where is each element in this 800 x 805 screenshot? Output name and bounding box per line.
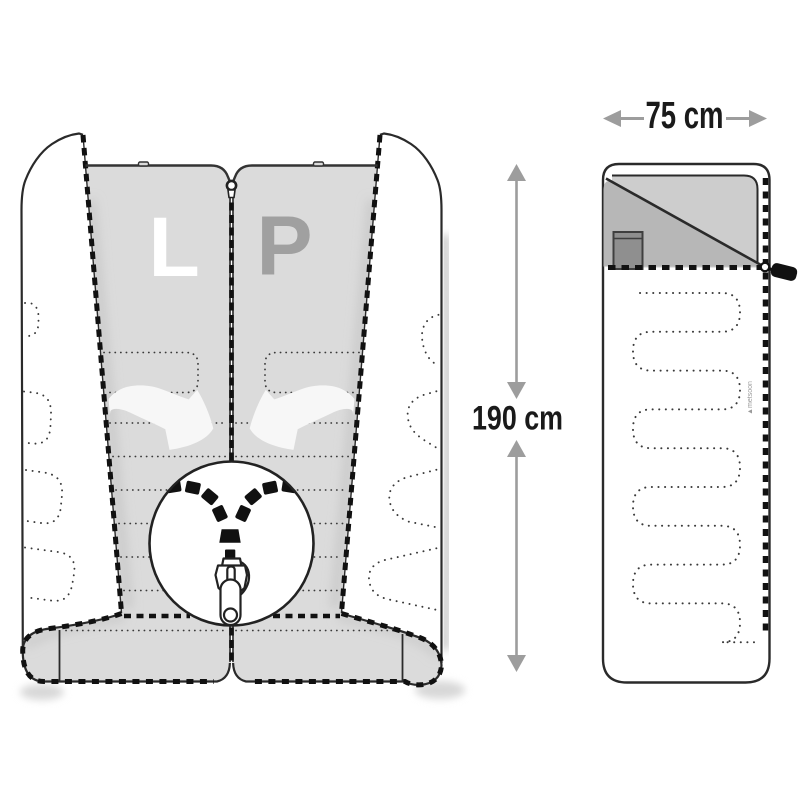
svg-text:75 cm: 75 cm: [646, 95, 724, 137]
svg-text:190 cm: 190 cm: [472, 400, 563, 438]
svg-text:P: P: [257, 199, 313, 293]
svg-text:L: L: [149, 200, 200, 294]
svg-text:▲metsoon: ▲metsoon: [747, 381, 754, 415]
